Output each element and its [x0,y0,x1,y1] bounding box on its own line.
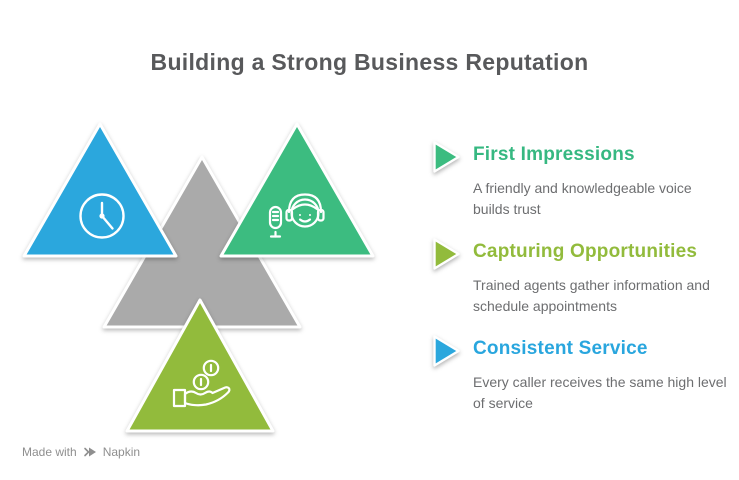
triangle-first-impressions [219,122,375,258]
watermark[interactable]: Made with Napkin [22,445,140,459]
page-title: Building a Strong Business Reputation [150,49,589,75]
napkin-logo-icon [83,447,96,457]
arrow-right-icon [433,141,460,173]
watermark-brand: Napkin [102,445,141,459]
triangle-consistent-service [22,122,178,258]
clock-icon [79,193,125,239]
legend-title-capturing-opportunities: Capturing Opportunities [473,241,698,262]
legend-title-consistent-service: Consistent Service [473,338,648,359]
legend-desc-consistent-service: Every caller receives the same high leve… [473,374,727,411]
triangle-capturing-opportunities [125,298,275,433]
legend-item-capturing-opportunities: Capturing Opportunities Trained agents g… [433,238,731,317]
headset-agent-icon [268,193,325,238]
legend-item-consistent-service: Consistent Service Every caller receives… [433,335,731,414]
arrow-right-icon [433,335,460,367]
legend-desc-capturing-opportunities: Trained agents gather information and sc… [473,277,710,314]
hand-coins-icon [172,359,231,408]
legend-item-first-impressions: First Impressions A friendly and knowled… [433,141,731,220]
arrow-right-icon [433,238,460,270]
legend-desc-first-impressions: A friendly and knowledgeable voice build… [473,180,692,217]
watermark-prefix: Made with [22,445,77,459]
legend-title-first-impressions: First Impressions [473,144,635,165]
